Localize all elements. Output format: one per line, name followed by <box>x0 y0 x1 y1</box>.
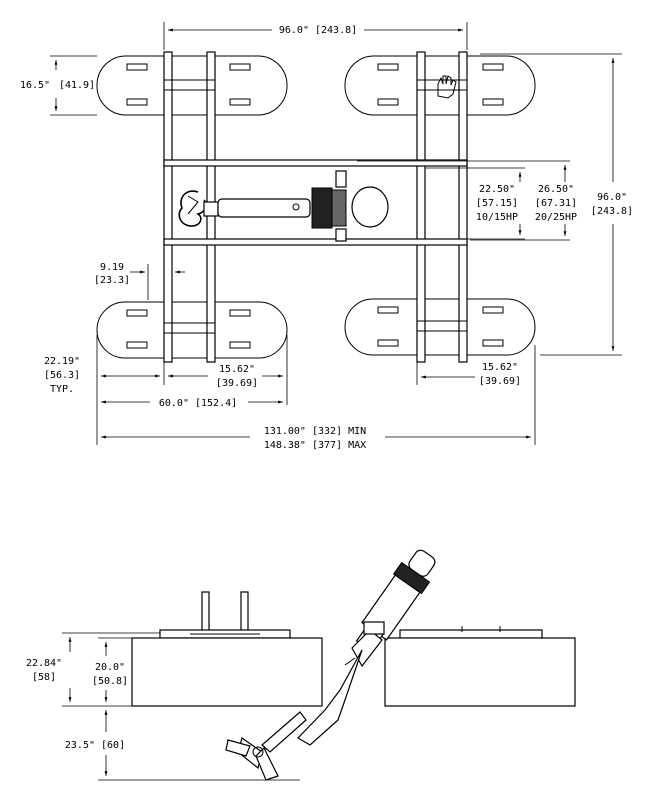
plan-view: 96.0" [243.8] 16.5" [41.9] 96.0" [243.8] <box>20 22 633 451</box>
dim-rail-left-l2: [39.69] <box>216 378 258 389</box>
dim-drive-large-l1: 26.50" <box>538 184 574 195</box>
dim-offset-919-l1: 9.19 <box>100 262 124 273</box>
aerator-assembly-plan <box>178 170 389 242</box>
dim-rail-right-l2: [39.69] <box>479 376 521 387</box>
dim-rail-right: 15.62" [39.69] <box>416 345 536 445</box>
dim-drive-large-l2: [67.31] <box>535 198 577 209</box>
dim-overall-max: 148.38" [377] MAX <box>264 440 366 451</box>
dim-right-height-label-1: 96.0" <box>597 192 627 203</box>
hand-icon <box>437 75 457 99</box>
dim-rail-left-l1: 15.62" <box>219 364 255 375</box>
dim-drive-small-l2: [57.15] <box>476 198 518 209</box>
dim-float-height-label-2: [41.9] <box>59 80 95 91</box>
side-view: 22.84" [58] 20.0" [50.8] 23.5" [60] <box>26 549 576 781</box>
float-bottom-right <box>344 298 536 356</box>
dim-side-total-l1: 22.84" <box>26 658 62 669</box>
dim-side-draft-label: 23.5" [60] <box>65 740 125 751</box>
dim-right-height-label-2: [243.8] <box>591 206 633 217</box>
float-top-right <box>344 55 536 116</box>
dim-side-draft: 23.5" [60] <box>65 710 300 781</box>
aerator-assembly-side <box>225 549 436 781</box>
dim-overall-min: 131.00" [332] MIN <box>264 426 366 437</box>
dim-drive-small-l1: 22.50" <box>479 184 515 195</box>
dim-right-height: 96.0" [243.8] <box>480 53 633 356</box>
dim-top-width-label: 96.0" [243.8] <box>279 25 357 36</box>
dim-span-60: 60.0" [152.4] <box>101 398 283 409</box>
dim-rail-right-l1: 15.62" <box>482 362 518 373</box>
dim-float-typ-l3: TYP. <box>50 384 74 395</box>
float-top-left <box>96 55 288 116</box>
dim-float-typ-l2: [56.3] <box>44 370 80 381</box>
float-bottom-left <box>96 301 288 359</box>
dim-offset-919-l2: [23.3] <box>94 275 130 286</box>
dim-overall: 131.00" [332] MIN 148.38" [377] MAX <box>101 426 531 451</box>
dim-float-typ: 22.19" [56.3] TYP. 15.62" [39.69] <box>44 335 288 445</box>
dim-drive-offsets: 22.50" [57.15] 10/15HP 26.50" [67.31] 20… <box>357 160 577 241</box>
dim-float-height-label-1: 16.5" <box>20 80 50 91</box>
dim-float-height: 16.5" [41.9] <box>20 55 97 116</box>
dim-side-heights: 22.84" [58] 20.0" [50.8] <box>26 632 160 707</box>
dim-offset-919: 9.19 [23.3] <box>94 262 185 300</box>
dim-top-width: 96.0" [243.8] <box>163 22 468 50</box>
side-float-right <box>384 637 576 707</box>
side-float-left <box>131 637 323 707</box>
dim-side-total-l2: [58] <box>32 672 56 683</box>
dim-span-60-label: 60.0" [152.4] <box>159 398 237 409</box>
dim-side-float-l1: 20.0" <box>95 662 125 673</box>
dim-float-typ-l1: 22.19" <box>44 356 80 367</box>
dim-drive-large-l3: 20/25HP <box>535 212 577 223</box>
dim-side-float-l2: [50.8] <box>92 676 128 687</box>
dim-drive-small-l3: 10/15HP <box>476 212 518 223</box>
